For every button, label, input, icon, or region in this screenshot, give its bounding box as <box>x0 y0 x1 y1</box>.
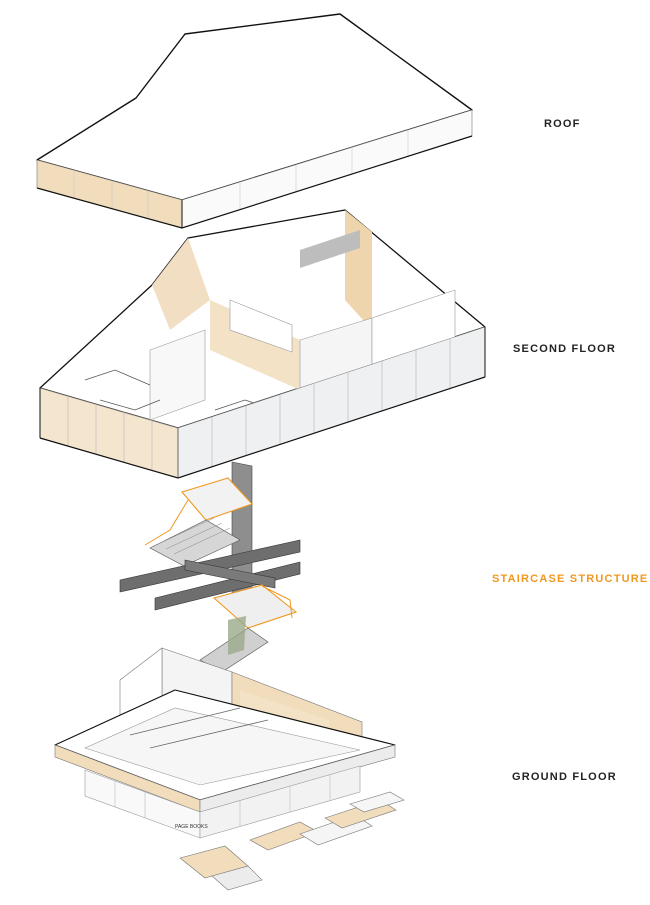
label-roof: ROOF <box>544 118 581 130</box>
label-ground-floor: GROUND FLOOR <box>512 771 617 783</box>
furniture-pieces <box>179 791 405 891</box>
staircase-structure-layer <box>119 461 301 673</box>
label-staircase-structure: STAIRCASE STRUCTURE <box>492 573 649 585</box>
label-second-floor: SECOND FLOOR <box>513 343 617 355</box>
roof-layer <box>36 13 473 229</box>
ground-floor-layer: PAGE BOOKS <box>54 647 405 891</box>
second-floor-layer <box>39 209 486 479</box>
storefront-sign: PAGE BOOKS <box>175 824 208 830</box>
